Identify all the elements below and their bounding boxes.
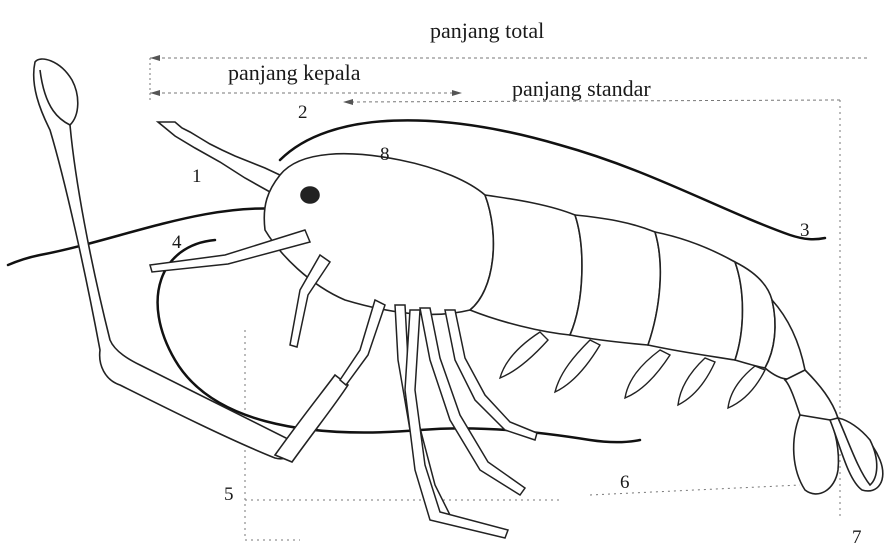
leg-4 xyxy=(420,308,525,495)
swimmeret-1 xyxy=(500,332,548,378)
part-number-5: 5 xyxy=(224,484,234,505)
head-length-arrow-right xyxy=(452,90,462,96)
uropod-left xyxy=(794,415,839,494)
part-number-6: 6 xyxy=(620,472,630,493)
standard-length-label: panjang standar xyxy=(512,76,651,101)
cheliped-arm xyxy=(34,59,294,459)
head-length-label: panjang kepala xyxy=(228,60,361,85)
segment-3 xyxy=(648,232,743,360)
body xyxy=(264,154,883,494)
part-number-8: 8 xyxy=(380,144,390,165)
swimmeret-4 xyxy=(678,358,715,405)
part-number-4: 4 xyxy=(172,232,182,253)
swimmeret-2 xyxy=(555,340,600,392)
swimmeret-5 xyxy=(728,366,765,408)
part-number-3: 3 xyxy=(800,220,810,241)
swimmeret-3 xyxy=(625,350,670,398)
leg-2 xyxy=(340,300,385,385)
total-length-arrow-left xyxy=(150,55,160,61)
cheliped-merus xyxy=(275,375,348,462)
part-number-7: 7 xyxy=(852,527,862,546)
segment-6 xyxy=(785,370,838,423)
part-number-2: 2 xyxy=(298,102,308,123)
head-length-arrow-left xyxy=(150,90,160,96)
total-length-label: panjang total xyxy=(430,18,544,43)
part-number-1: 1 xyxy=(192,166,202,187)
eye xyxy=(301,187,319,203)
segment-2 xyxy=(570,215,660,345)
standard-length-arrow-left xyxy=(343,99,353,105)
